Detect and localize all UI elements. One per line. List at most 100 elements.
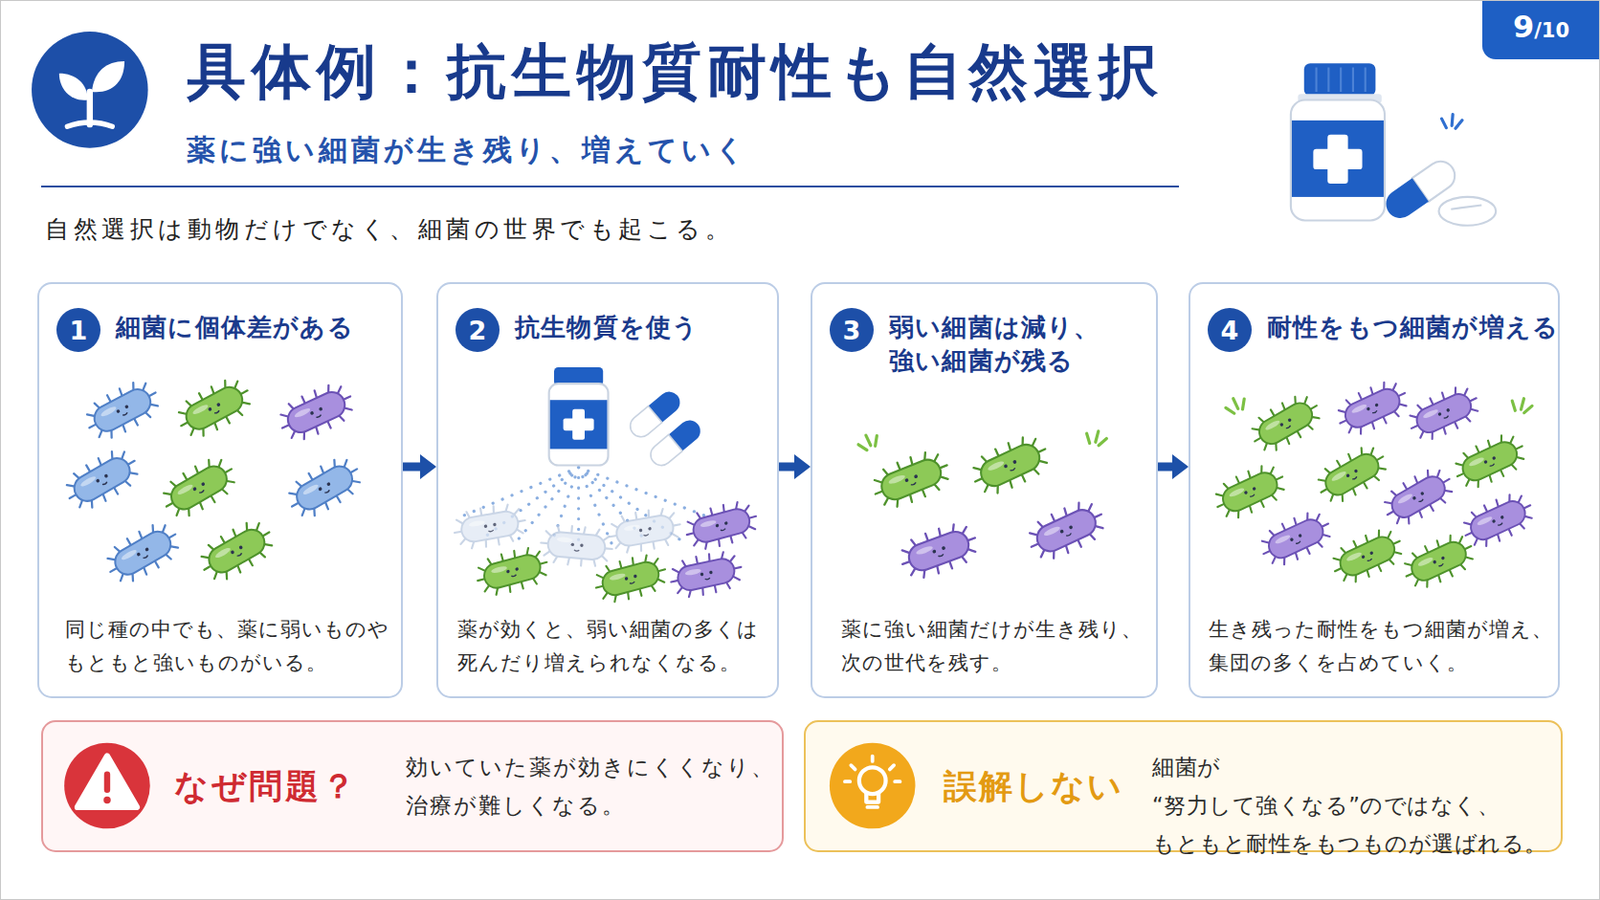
sparkle <box>1509 395 1534 416</box>
bottle-cap <box>554 367 603 386</box>
capsule <box>1380 155 1462 224</box>
bacterium-resistant <box>1255 506 1337 572</box>
bottle-label <box>550 400 608 449</box>
icon-circle <box>31 31 149 149</box>
step-number: 1 <box>69 317 89 344</box>
misconception-box: 誤解しない細菌が “努力して強くなる”のではなく、 もともと耐性をもつものが選ば… <box>803 720 1563 853</box>
step-number: 4 <box>1221 317 1240 344</box>
bacterium-resistant <box>472 543 553 600</box>
bacterium-weak <box>282 451 368 525</box>
bacterium-resistant <box>1332 376 1414 442</box>
sprout-icon <box>31 31 149 149</box>
bacterium-resistant <box>1398 529 1480 595</box>
step-card: 細菌に個体差がある同じ種の中でも、薬に弱いものや もともと強いものがいる。 1 <box>37 282 403 699</box>
intro-text: 自然選択は動物だけでなく、細菌の世界でも起こる。 <box>44 214 734 245</box>
sprout-leaf <box>91 61 125 92</box>
slide-title: 具体例：抗生物質耐性も自然選択 <box>186 38 1164 106</box>
step-heading: 細菌に個体差がある <box>115 311 400 345</box>
bacterium-resistant <box>194 514 280 588</box>
cap-ridges <box>1316 66 1366 92</box>
page-total: /10 <box>1533 21 1570 42</box>
bottle-label <box>1291 120 1384 198</box>
cross-mark <box>572 409 585 441</box>
sparkle <box>856 431 881 452</box>
bacterium-resistant <box>1326 523 1408 589</box>
bacterium-resistant <box>591 551 671 607</box>
step-card: 弱い細菌は減り、 強い細菌が残る薬に強い細菌だけが生き残り、 次の世代を残す。 3 <box>810 282 1158 699</box>
cross-mark <box>1327 134 1348 184</box>
page-badge: 9/10 <box>1482 0 1600 60</box>
bottle-body <box>1290 100 1385 222</box>
bacteria-mixed <box>59 373 368 591</box>
spray-dots <box>464 467 705 546</box>
box-text: 細菌が “努力して強くなる”のではなく、 もともと耐性をもつものが選ばれる。 <box>1152 748 1562 864</box>
flow-arrow <box>402 454 437 480</box>
medicine-illustration <box>1290 63 1496 226</box>
bacterium-resistant <box>273 377 359 447</box>
box-text: 効いていた薬が効きにくくなり、 治療が難しくなる。 <box>405 748 779 825</box>
step-card: 抗生物質を使う薬が効くと、弱い細菌の多くは 死んだり増えられなくなる。 2 <box>436 282 779 699</box>
box-heading: なぜ問題？ <box>174 765 358 808</box>
bacterium-resistant <box>682 497 762 554</box>
flow-arrow <box>778 454 811 480</box>
bacteria-survivors <box>856 427 1111 584</box>
capsule <box>645 416 705 470</box>
step-description: 同じ種の中でも、薬に弱いものや もともと強いものがいる。 <box>65 613 398 681</box>
bacterium-resistant <box>1022 495 1112 567</box>
warning-icon <box>64 743 151 830</box>
title-rule <box>41 185 1179 188</box>
sprout-leaf <box>59 73 89 101</box>
step-number-circle: 4 <box>1207 308 1252 353</box>
bacteria-resistant-population <box>1209 376 1539 595</box>
bacterium-resistant <box>1377 462 1460 532</box>
bacterium-resistant <box>666 548 745 601</box>
sparkle <box>1084 427 1109 448</box>
sprout-stem <box>87 91 93 125</box>
sparkle <box>1440 112 1464 131</box>
bacterium-weak <box>59 443 145 516</box>
bacterium-resistant <box>1448 428 1531 494</box>
bacterium-resistant <box>1311 440 1393 510</box>
bacterium-dying <box>451 501 530 553</box>
problem-box: なぜ問題？ 効いていた薬が効きにくくなり、 治療が難しくなる。 <box>41 720 784 853</box>
bacterium-weak <box>79 375 165 446</box>
bacterium-resistant <box>171 373 257 445</box>
capsule <box>625 387 685 442</box>
bacterium-weak <box>100 516 186 590</box>
sparkle <box>1223 395 1248 416</box>
bacterium-resistant <box>867 445 956 514</box>
page-number: 9 <box>1512 11 1534 43</box>
step-heading: 抗生物質を使う <box>514 311 776 345</box>
step-number-circle: 2 <box>455 308 500 353</box>
step-description: 薬に強い細菌だけが生き残り、 次の世代を残す。 <box>841 613 1153 681</box>
lightbulb-icon <box>829 743 916 830</box>
antibiotic-spray <box>451 367 762 607</box>
box-heading: 誤解しない <box>943 765 1124 808</box>
step-number: 3 <box>843 317 862 344</box>
step-card: 耐性をもつ細菌が増える生き残った耐性をもつ細菌が増え、 集団の多くを占めていく。… <box>1188 282 1560 699</box>
step-description: 生き残った耐性をもつ細菌が増え、 集団の多くを占めていく。 <box>1208 613 1555 681</box>
step-description: 薬が効くと、弱い細菌の多くは 死んだり増えられなくなる。 <box>457 613 774 681</box>
bottle-cap <box>1304 63 1377 96</box>
step-number-circle: 1 <box>56 308 101 353</box>
bacterium-dying <box>539 523 615 569</box>
step-number-circle: 3 <box>829 308 874 353</box>
bottle-body <box>549 383 609 466</box>
sprout-ground <box>66 122 112 127</box>
flow-arrow <box>1157 454 1189 480</box>
bacterium-resistant <box>155 451 242 525</box>
bacterium-resistant <box>1402 380 1485 446</box>
step-number: 2 <box>468 317 488 344</box>
bacterium-resistant <box>1457 488 1539 554</box>
bacterium-dying <box>606 505 685 556</box>
bacterium-resistant <box>895 518 983 585</box>
slide-subtitle: 薬に強い細菌が生き残り、増えていく <box>186 133 749 168</box>
step-heading: 弱い細菌は減り、 強い細菌が残る <box>888 311 1155 378</box>
step-heading: 耐性をもつ細菌が増える <box>1266 311 1556 345</box>
cross-mark <box>563 418 595 431</box>
cross-mark <box>1312 149 1362 170</box>
bacterium-resistant <box>966 430 1055 502</box>
bacterium-resistant <box>1244 389 1327 459</box>
